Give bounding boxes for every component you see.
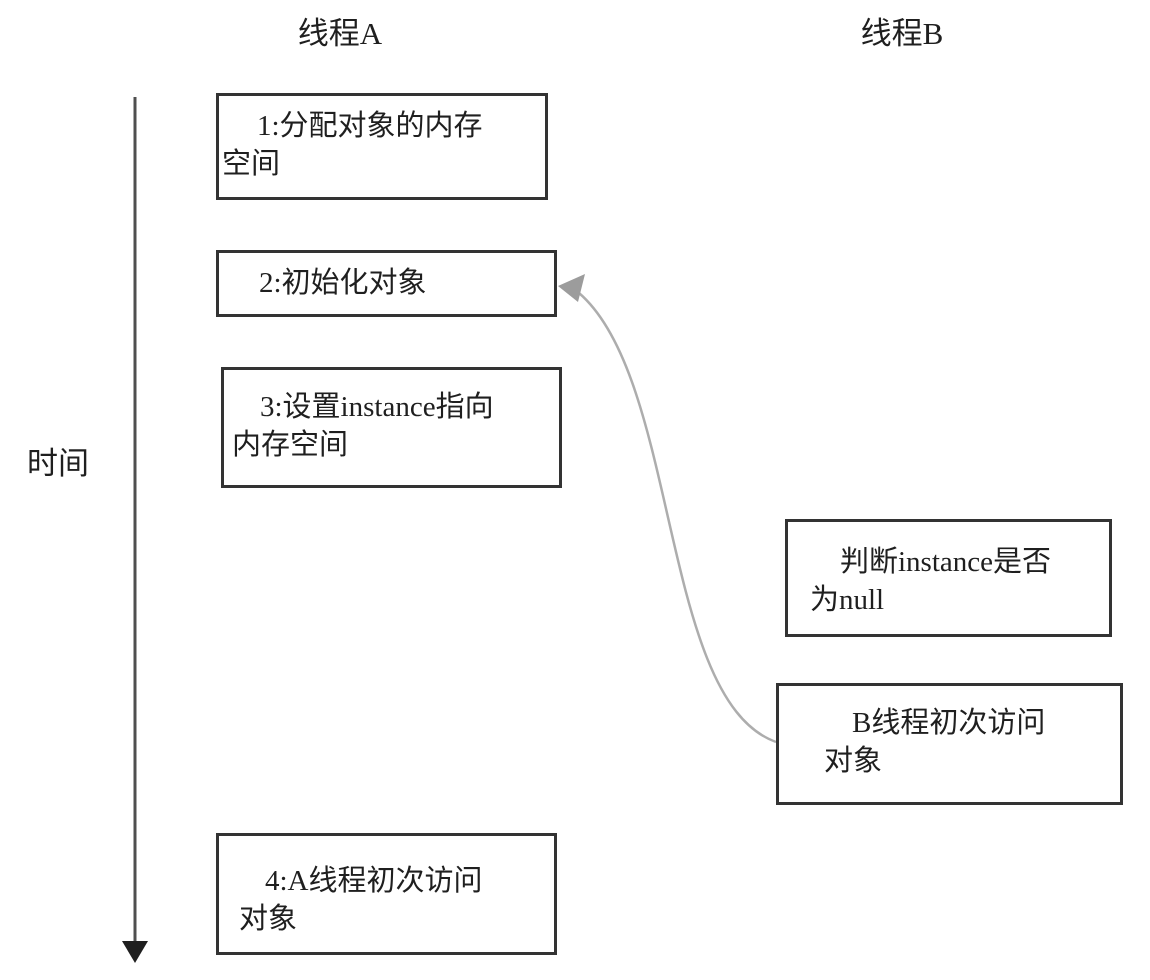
step1-line2: 空间 xyxy=(222,148,281,180)
step4-line1: 4:A线程初次访问 xyxy=(265,865,483,897)
step1-allocate-memory-box: 1:分配对象的内存 空间 xyxy=(216,93,548,200)
thread-a-column-label: 线程A xyxy=(297,16,383,51)
step2-initialize-object-box: 2:初始化对象 xyxy=(216,250,557,317)
check-line2: 为null xyxy=(810,584,885,616)
b-access-line1: B线程初次访问 xyxy=(852,707,1046,739)
step1-line1: 1:分配对象的内存 xyxy=(257,110,483,142)
check-line1: 判断instance是否 xyxy=(840,546,1052,578)
step3-set-instance-pointer-box: 3:设置instance指向 内存空间 xyxy=(221,367,562,488)
step3-line1: 3:设置instance指向 xyxy=(260,391,494,423)
b-access-to-step2-arrowhead-icon xyxy=(558,274,585,302)
thread-b-first-access-box: B线程初次访问 对象 xyxy=(776,683,1123,805)
time-arrow-head-icon xyxy=(122,941,148,963)
check-instance-null-box: 判断instance是否 为null xyxy=(785,519,1112,637)
b-access-line2: 对象 xyxy=(824,745,883,777)
step4-line2: 对象 xyxy=(239,903,298,935)
step3-line2: 内存空间 xyxy=(232,429,349,461)
time-axis-label: 时间 xyxy=(27,446,89,481)
step2-line1: 2:初始化对象 xyxy=(259,267,427,299)
b-access-to-step2-curve xyxy=(578,292,777,744)
step4-thread-a-first-access-box: 4:A线程初次访问 对象 xyxy=(216,833,557,955)
thread-b-column-label: 线程B xyxy=(860,16,944,51)
